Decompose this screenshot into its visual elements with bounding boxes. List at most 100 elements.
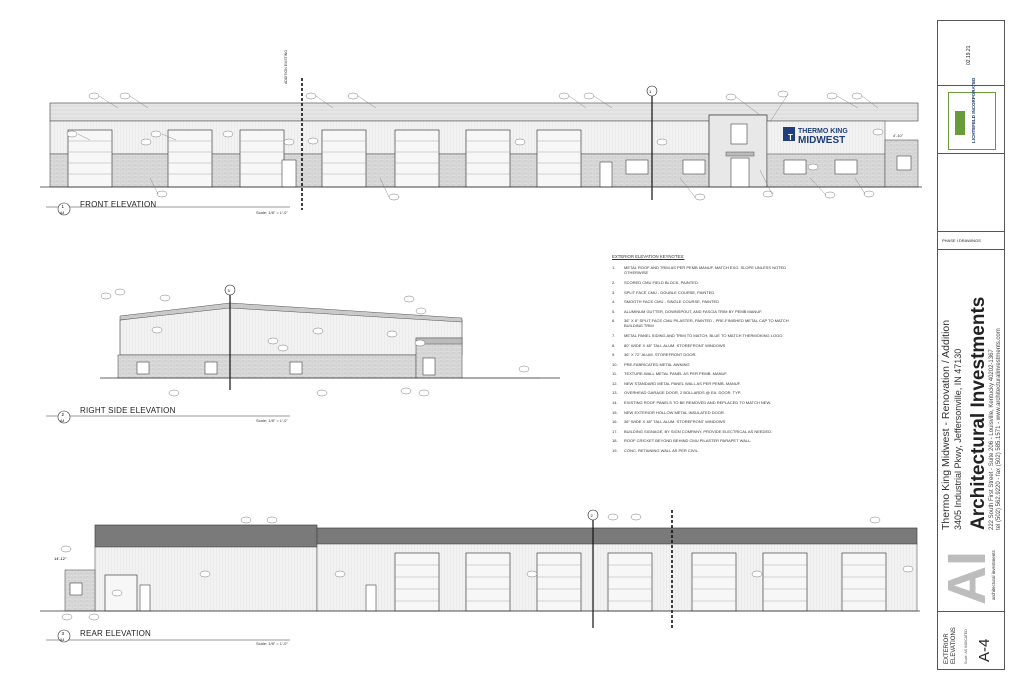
keynote-text: METAL ROOF AND TRIM AS PER PEMB MANUF. M… <box>624 265 787 276</box>
front-signage: T THERMO KING MIDWEST <box>783 127 848 146</box>
keynote-number: 16. <box>612 419 618 425</box>
svg-text:ADDITION EXISTING: ADDITION EXISTING <box>284 50 288 84</box>
keynote-number: 13. <box>612 390 618 396</box>
sheet-cell: EXTERIOR ELEVATIONS Scale: AS INDICATED … <box>938 612 1004 669</box>
keynote-text: NEW EXTERIOR HOLLOW METAL INSULATED DOOR… <box>624 409 725 415</box>
svg-text:THERMO KING: THERMO KING <box>798 128 848 135</box>
rear-elevation: 2 14'-12" <box>40 509 920 628</box>
keynote-text: ALUMINUM GUTTER, DOWNSPOUT, AND FASCIA T… <box>624 308 763 314</box>
phase-cell: PHASE I DRAWINGS <box>938 232 1004 250</box>
keynote-number: 10. <box>612 361 618 367</box>
keynote-text: SMOOTH FACE CMU - SINGLE COURSE, PAINTED <box>624 299 720 305</box>
svg-text:A4: A4 <box>60 419 64 423</box>
keynote-text: CONC. RETAINING WALL AS PER CIVIL. <box>624 448 699 454</box>
keynote-number: 12. <box>612 380 618 386</box>
sheet-number: A-4 <box>976 638 993 662</box>
keynote-item: 2.SCORED CMU FIELD BLOCK, PAINTED. <box>612 280 792 285</box>
front-elevation: T THERMO KING MIDWEST ADDITION EXISTING … <box>40 50 922 210</box>
right-side-elevation-scale: Scale: 1/8" = 1'-0" <box>256 418 288 423</box>
keynote-text: 36" X 8" SPLIT FACE CMU PILASTER, PAINTE… <box>624 318 789 329</box>
keynote-item: 8. 80" WIDE X 48" TALL ALUM. STOREFRONT W… <box>612 343 792 348</box>
keynote-item: 16.36" WIDE X 48" TALL ALUM. STOREFRONT … <box>612 419 792 424</box>
keynote-number: 11. <box>612 371 618 377</box>
elevation-drawings: T THERMO KING MIDWEST ADDITION EXISTING … <box>40 50 922 643</box>
keynote-item: 15. NEW EXTERIOR HOLLOW METAL INSULATED D… <box>612 410 792 415</box>
svg-text:A4: A4 <box>60 211 64 215</box>
keynote-item: 19.CONC. RETAINING WALL AS PER CIVIL. <box>612 448 792 453</box>
keynotes-header: EXTERIOR ELEVATION KEYNOTES: <box>612 254 685 259</box>
keynote-text: TEXTURE-WALL METAL PANEL AS PER PEMB. MA… <box>624 371 728 377</box>
svg-text:2: 2 <box>591 513 594 518</box>
svg-text:1: 1 <box>649 89 652 94</box>
title-block: 02.19.21 LICHTEFELD INCORPORATED PHASE I… <box>937 20 1005 670</box>
svg-text:T: T <box>788 133 793 142</box>
firm-logo-subtitle: architectural investments <box>991 550 996 600</box>
keynote-text: 36" X 72" ALUM. STOREFRONT DOOR. <box>624 352 697 358</box>
keynote-item: 3. SPLIT FACE CMU - DOUBLE COURSE, PAINTE… <box>612 290 792 295</box>
keynote-item: 10. PRE-FABRICATED METAL AWNING <box>612 362 792 367</box>
blank-cell <box>938 154 1004 232</box>
project-address: 3405 Industrial Pkwy, Jeffersonville, IN… <box>953 348 963 530</box>
keynote-text: EXISTING ROOF PANELS TO BE REMOVED AND R… <box>624 400 772 406</box>
keynote-item: 5. ALUMINUM GUTTER, DOWNSPOUT, AND FASCIA… <box>612 309 792 314</box>
consultant-logo-cell: LICHTEFELD INCORPORATED <box>938 78 1004 154</box>
firm-logo-mark: AI <box>937 551 997 605</box>
keynote-item: 7. METAL PANEL SIDING AND TRIM TO MATCH, … <box>612 333 792 338</box>
svg-text:MIDWEST: MIDWEST <box>798 135 845 146</box>
keynotes-list: 1. METAL ROOF AND TRIM AS PER PEMB MANUF.… <box>612 265 792 453</box>
exterior-elevation-keynotes: EXTERIOR ELEVATION KEYNOTES: 1. METAL ROO… <box>612 254 792 458</box>
svg-text:3: 3 <box>62 631 65 636</box>
keynote-number: 4. <box>612 299 616 305</box>
front-elevation-scale: Scale: 1/8" = 1'-0" <box>256 210 288 215</box>
keynote-item: 18.ROOF CRICKET BEYOND BEHIND CMU PILAST… <box>612 438 792 443</box>
firm-contact: tel (502) 562.9220 - fax (502) 585.1571 … <box>996 328 1002 530</box>
keynote-text: BUILDING SIGNAGE, BY SIGN COMPANY. PROVI… <box>624 428 773 434</box>
rear-elevation-scale: Scale: 1/8" = 1'-0" <box>256 641 288 646</box>
keynote-item: 17. BUILDING SIGNAGE, BY SIGN COMPANY. PR… <box>612 429 792 434</box>
keynote-item: 4. SMOOTH FACE CMU - SINGLE COURSE, PAINT… <box>612 299 792 304</box>
keynote-text: NEW STANDARD METAL PANEL WALL AS PER PEM… <box>624 380 741 386</box>
keynote-item: 6. 36" X 8" SPLIT FACE CMU PILASTER, PAIN… <box>612 318 792 328</box>
phase-label: PHASE I DRAWINGS <box>942 238 981 243</box>
keynote-number: 18. <box>612 438 618 444</box>
keynote-text: METAL PANEL SIDING AND TRIM TO MATCH, BL… <box>624 332 784 338</box>
lichtefeld-logo: LICHTEFELD INCORPORATED <box>948 78 996 150</box>
svg-text:1: 1 <box>62 204 65 209</box>
front-dimension: 4'-10" <box>893 133 904 138</box>
keynote-number: 3. <box>612 289 616 295</box>
keynote-number: 14. <box>612 400 618 406</box>
svg-text:3: 3 <box>228 288 231 293</box>
keynote-text: SCORED CMU FIELD BLOCK, PAINTED. <box>624 279 699 285</box>
keynote-number: 7. <box>612 332 616 338</box>
svg-text:2: 2 <box>62 412 65 417</box>
sheet-scale: Scale: AS INDICATED <box>964 629 968 664</box>
keynote-number: 1. <box>612 265 616 271</box>
project-title: Thermo King Midwest - Renovation / Addit… <box>940 319 952 530</box>
firm-address: 222 South First Street - Suite 206 - Lou… <box>989 349 995 530</box>
keynote-number: 17. <box>612 428 618 434</box>
keynote-text: SPLIT FACE CMU - DOUBLE COURSE, PAINTED. <box>624 289 716 295</box>
keynote-number: 15. <box>612 409 618 415</box>
issue-date: 02.19.21 <box>966 45 972 65</box>
logo-text: LICHTEFELD INCORPORATED <box>971 77 976 143</box>
keynote-number: 6. <box>612 318 616 324</box>
keynote-item: 13.OVERHEAD GARAGE DOOR, 2 BOLLARDS @ EA… <box>612 390 792 395</box>
right-side-elevation-title: RIGHT SIDE ELEVATION <box>80 406 176 415</box>
keynote-item: 12. NEW STANDARD METAL PANEL WALL AS PER … <box>612 381 792 386</box>
firm-name: Architectural Investments <box>968 296 989 530</box>
svg-text:A4: A4 <box>60 638 64 642</box>
sheet-title: EXTERIOR ELEVATIONS <box>944 627 957 664</box>
keynote-text: 80" WIDE X 48" TALL ALUM. STOREFRONT WIN… <box>624 342 726 348</box>
right-side-elevation: 3 <box>100 284 560 397</box>
keynote-number: 5. <box>612 308 616 314</box>
keynote-item: 9. 36" X 72" ALUM. STOREFRONT DOOR. <box>612 352 792 357</box>
keynote-text: PRE-FABRICATED METAL AWNING <box>624 361 690 367</box>
keynote-item: 14. EXISTING ROOF PANELS TO BE REMOVED AN… <box>612 400 792 405</box>
keynote-item: 1. METAL ROOF AND TRIM AS PER PEMB MANUF.… <box>612 265 792 275</box>
keynote-item: 11. TEXTURE-WALL METAL PANEL AS PER PEMB.… <box>612 371 792 376</box>
keynote-number: 8. <box>612 342 616 348</box>
date-cell: 02.19.21 <box>938 21 1004 86</box>
front-elevation-title: FRONT ELEVATION <box>80 200 157 209</box>
keynote-number: 9. <box>612 352 616 358</box>
